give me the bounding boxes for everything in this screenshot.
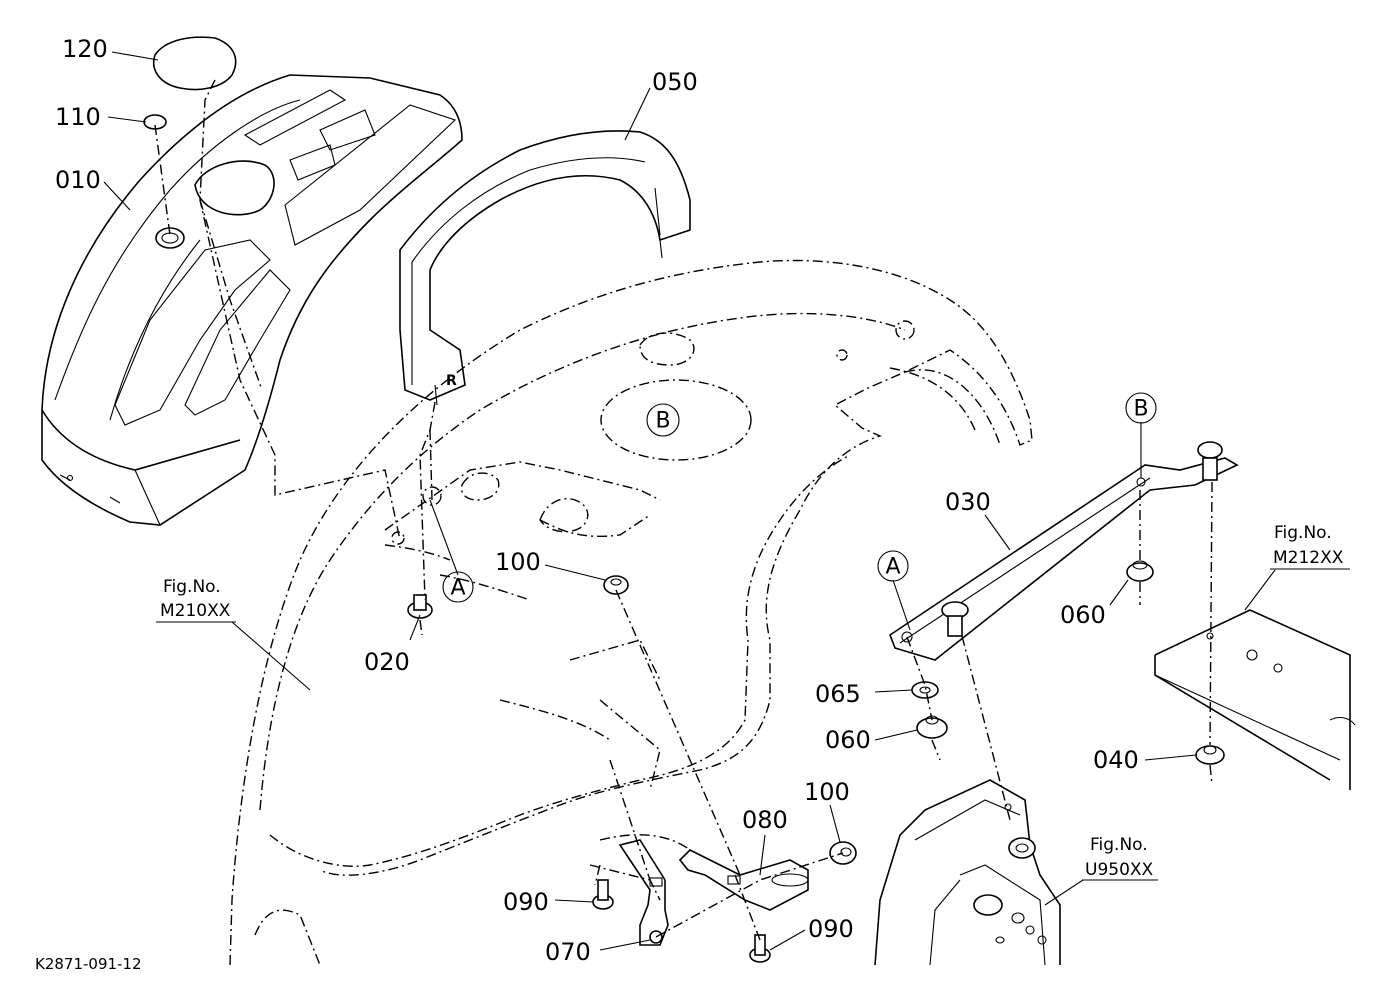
label-part-060-right: 060 [1060, 601, 1106, 629]
svg-text:B: B [655, 409, 670, 434]
svg-text:A: A [450, 576, 465, 601]
fig-ref-m212: Fig.No. M212XX [1270, 523, 1350, 570]
svg-text:M210XX: M210XX [160, 601, 231, 621]
label-part-010: 010 [55, 166, 101, 194]
svg-text:Fig.No.: Fig.No. [163, 577, 221, 597]
svg-text:M212XX: M212XX [1273, 548, 1344, 568]
bracket-bar-030 [889, 441, 1239, 661]
label-part-110: 110 [55, 103, 101, 131]
svg-text:A: A [885, 555, 900, 580]
bracket-u950 [874, 779, 1061, 966]
svg-text:Fig.No.: Fig.No. [1274, 523, 1332, 543]
label-part-120: 120 [62, 35, 108, 63]
label-part-020: 020 [364, 648, 410, 676]
label-part-030: 030 [945, 488, 991, 516]
label-part-100-lower: 100 [804, 778, 850, 806]
embossed-r-mark: R [446, 373, 457, 389]
label-part-090-left: 090 [503, 888, 549, 916]
plate-m212 [1154, 609, 1356, 790]
svg-text:Fig.No.: Fig.No. [1090, 835, 1148, 855]
ref-marker-a-fender: A [442, 571, 474, 603]
fig-ref-u950: Fig.No. U950XX [1082, 835, 1158, 881]
ref-marker-b-fender: B [646, 403, 680, 437]
fender-oval-b [600, 379, 752, 461]
drawing-code: K2871-091-12 [35, 955, 142, 973]
fender-outline [229, 259, 1033, 966]
assembly-lines [154, 79, 1213, 941]
bracket-080 [678, 849, 809, 911]
label-part-090-right: 090 [808, 915, 854, 943]
fasteners [407, 560, 1225, 963]
label-part-065: 065 [815, 680, 861, 708]
fig-ref-m210: Fig.No. M210XX [156, 577, 236, 623]
fender-cover-010 [41, 74, 463, 526]
svg-text:U950XX: U950XX [1085, 860, 1154, 880]
step-handle-050: R [399, 130, 691, 406]
label-part-060-lower: 060 [825, 726, 871, 754]
label-part-100-upper: 100 [495, 548, 541, 576]
cap-120 [153, 36, 237, 91]
leader-lines [103, 51, 1276, 951]
ref-marker-a-bracket: A [877, 550, 909, 582]
label-part-080: 080 [742, 806, 788, 834]
bracket-070 [618, 839, 669, 946]
svg-text:B: B [1133, 397, 1148, 422]
ref-marker-b-bracket: B [1125, 392, 1157, 424]
label-part-050: 050 [652, 68, 698, 96]
label-part-040: 040 [1093, 746, 1139, 774]
label-part-070: 070 [545, 938, 591, 966]
